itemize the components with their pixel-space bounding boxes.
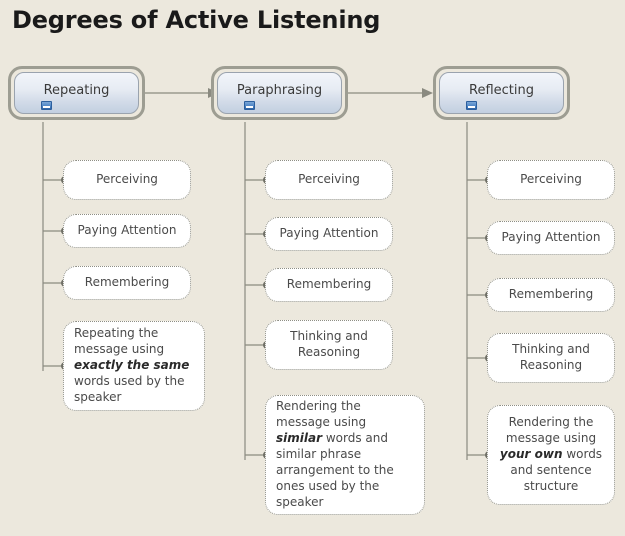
leaf-rich-text: Rendering the message using your own wor… xyxy=(499,415,603,493)
stage-inner-paraphrasing: Paraphrasing xyxy=(217,72,342,114)
leaf-node-rep-paying-attention[interactable]: Paying Attention xyxy=(63,214,191,248)
leaf-label: Remembering xyxy=(84,275,170,290)
leaf-label: Paying Attention xyxy=(77,223,177,238)
leaf-node-ref-paying-attention[interactable]: Paying Attention xyxy=(487,221,615,255)
leaf-label: Remembering xyxy=(286,277,372,292)
leaf-node-par-description[interactable]: Rendering the message using similar word… xyxy=(265,395,425,515)
stage-inner-repeating: Repeating xyxy=(14,72,139,114)
stage-node-repeating[interactable]: Repeating xyxy=(8,66,145,120)
leaf-node-rep-perceiving[interactable]: Perceiving xyxy=(63,160,191,200)
leaf-rich-text: Rendering the message using similar word… xyxy=(276,399,394,509)
leaf-node-rep-description[interactable]: Repeating the message using exactly the … xyxy=(63,321,205,411)
page-title: Degrees of Active Listening xyxy=(12,6,381,34)
leaf-label: Thinking and Reasoning xyxy=(290,329,368,359)
leaf-label: Perceiving xyxy=(520,172,582,187)
stage-node-reflecting[interactable]: Reflecting xyxy=(433,66,570,120)
collapse-icon[interactable] xyxy=(244,101,255,110)
stage-node-paraphrasing[interactable]: Paraphrasing xyxy=(211,66,348,120)
stage-label-reflecting: Reflecting xyxy=(469,82,534,98)
stage-label-paraphrasing: Paraphrasing xyxy=(236,82,323,98)
leaf-rich-text: Repeating the message using exactly the … xyxy=(74,326,190,404)
leaf-node-ref-remembering[interactable]: Remembering xyxy=(487,278,615,312)
leaf-node-par-perceiving[interactable]: Perceiving xyxy=(265,160,393,200)
leaf-node-par-thinking-reasoning[interactable]: Thinking and Reasoning xyxy=(265,320,393,370)
leaf-node-ref-description[interactable]: Rendering the message using your own wor… xyxy=(487,405,615,505)
stage-label-repeating: Repeating xyxy=(43,82,110,98)
collapse-icon[interactable] xyxy=(41,101,52,110)
leaf-label: Remembering xyxy=(508,287,594,302)
leaf-node-ref-thinking-reasoning[interactable]: Thinking and Reasoning xyxy=(487,333,615,383)
leaf-label: Paying Attention xyxy=(501,230,601,245)
leaf-node-rep-remembering[interactable]: Remembering xyxy=(63,266,191,300)
leaf-label: Perceiving xyxy=(298,172,360,187)
leaf-node-ref-perceiving[interactable]: Perceiving xyxy=(487,160,615,200)
leaf-node-par-remembering[interactable]: Remembering xyxy=(265,268,393,302)
stage-inner-reflecting: Reflecting xyxy=(439,72,564,114)
leaf-label: Perceiving xyxy=(96,172,158,187)
leaf-node-par-paying-attention[interactable]: Paying Attention xyxy=(265,217,393,251)
leaf-label: Paying Attention xyxy=(279,226,379,241)
arrowhead-2 xyxy=(422,88,433,98)
leaf-label: Thinking and Reasoning xyxy=(512,342,590,372)
collapse-icon[interactable] xyxy=(466,101,477,110)
